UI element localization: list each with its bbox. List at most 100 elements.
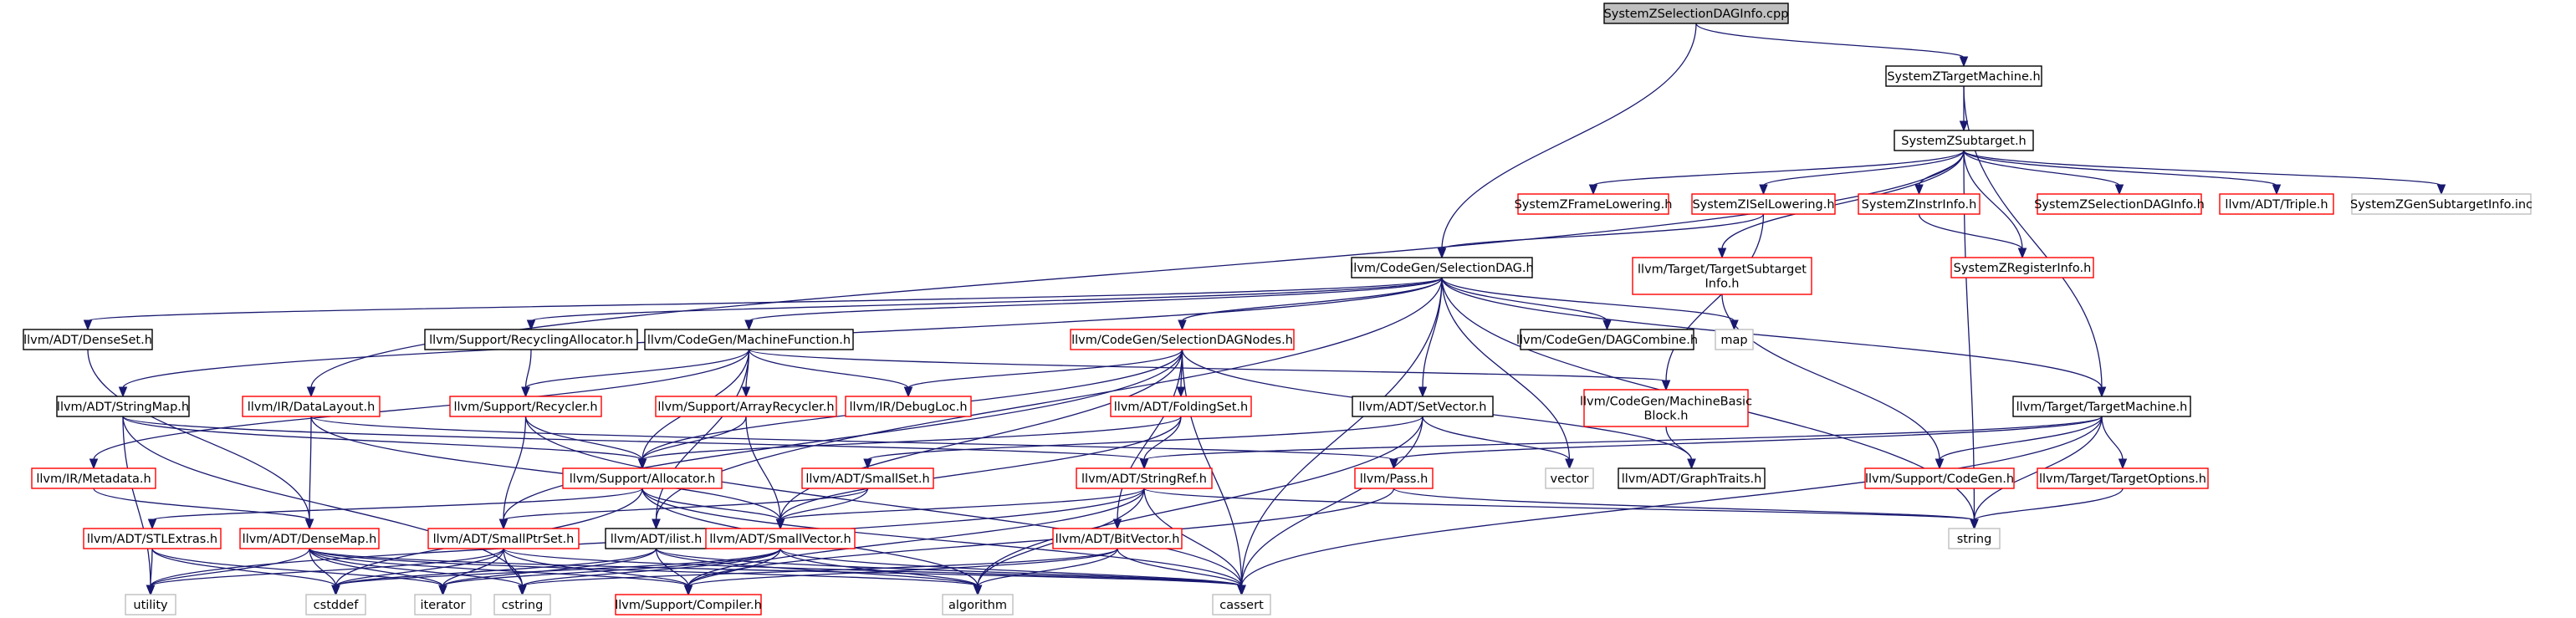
- node-ttm[interactable]: llvm/Target/TargetMachine.h: [2012, 396, 2191, 417]
- node-stlextras[interactable]: llvm/ADT/STLExtras.h: [83, 528, 222, 549]
- node-pass[interactable]: llvm/Pass.h: [1354, 467, 1434, 489]
- node-densemap[interactable]: llvm/ADT/DenseMap.h: [239, 528, 380, 549]
- node-debugloc[interactable]: llvm/IR/DebugLoc.h: [845, 396, 972, 417]
- edge-arrowhead: [304, 518, 314, 530]
- edge-recycler-to-cassert: [524, 416, 1243, 587]
- edge-arrowhead: [1178, 319, 1187, 331]
- node-smallptrset[interactable]: llvm/ADT/SmallPtrSet.h: [427, 528, 580, 549]
- edge-arrowhead: [83, 319, 93, 331]
- node-compiler[interactable]: llvm/Support/Compiler.h: [615, 594, 762, 615]
- node-dagcombine[interactable]: llvm/CodeGen/DAGCombine.h: [1516, 329, 1698, 350]
- edge-arrowhead: [973, 585, 983, 596]
- edge-arrowhead: [1959, 120, 1969, 132]
- node-bitvec[interactable]: llvm/ADT/BitVector.h: [1052, 528, 1183, 549]
- node-topts[interactable]: llvm/Target/TargetOptions.h: [2037, 467, 2209, 489]
- node-label: llvm/ADT/SmallVector.h: [709, 533, 851, 546]
- node-mf[interactable]: llvm/CodeGen/MachineFunction.h: [644, 329, 854, 350]
- edge-arrowhead: [1139, 458, 1149, 470]
- edge-zst-to-ttsi: [1721, 150, 1965, 250]
- edge-arrowhead: [2017, 248, 2027, 259]
- node-box: [1070, 329, 1295, 350]
- node-sdnodes[interactable]: llvm/CodeGen/SelectionDAGNodes.h: [1070, 329, 1295, 350]
- node-foldset[interactable]: llvm/ADT/FoldingSet.h: [1110, 396, 1252, 417]
- node-allocator[interactable]: llvm/Support/Allocator.h: [562, 467, 723, 489]
- node-setvec[interactable]: llvm/ADT/SetVector.h: [1352, 396, 1494, 417]
- edge-zisl-to-mbb: [1665, 213, 1765, 382]
- node-smallset[interactable]: llvm/ADT/SmallSet.h: [801, 467, 934, 489]
- edge-zii-to-zri: [1918, 213, 2023, 250]
- edge-strref-to-compiler: [687, 488, 1145, 587]
- edge-arrowhead: [526, 319, 536, 331]
- node-zfl[interactable]: SystemZFrameLowering.h: [1515, 193, 1673, 215]
- node-sdag[interactable]: llvm/CodeGen/SelectionDAG.h: [1350, 257, 1534, 278]
- node-triple[interactable]: llvm/ADT/Triple.h: [2219, 193, 2334, 215]
- node-zst[interactable]: SystemZSubtarget.h: [1894, 130, 2034, 151]
- edge-strmap-to-cstring: [122, 416, 524, 587]
- edge-stlextras-to-iterator: [151, 548, 444, 587]
- edge-arrowhead: [1959, 56, 1969, 68]
- edge-sdag-to-sdnodes: [1181, 277, 1443, 322]
- edge-root-to-sdag: [1441, 23, 1697, 250]
- node-graphtraits[interactable]: llvm/ADT/GraphTraits.h: [1618, 467, 1766, 489]
- node-zisl[interactable]: SystemZISelLowering.h: [1691, 193, 1836, 215]
- edge-mf-to-metadata: [93, 349, 750, 461]
- node-root[interactable]: SystemZSelectionDAGInfo.cpp: [1603, 3, 1789, 24]
- node-label: SystemZRegisterInfo.h: [1954, 262, 2092, 275]
- node-strref[interactable]: llvm/ADT/StringRef.h: [1076, 467, 1213, 489]
- edge-densemap-to-algorithm: [309, 548, 979, 587]
- edge-strref-to-cassert: [1143, 488, 1243, 587]
- node-codegen[interactable]: llvm/Support/CodeGen.h: [1864, 467, 2015, 489]
- edge-ttm-to-topts: [2101, 416, 2124, 461]
- edge-arrowhead: [1565, 458, 1574, 470]
- nodes-layer: SystemZSelectionDAGInfo.cppSystemZTarget…: [23, 3, 2533, 615]
- node-recycler[interactable]: llvm/Support/Recycler.h: [449, 396, 602, 417]
- node-label: llvm/Support/RecyclingAllocator.h: [429, 334, 633, 347]
- edge-mf-to-debugloc: [748, 349, 909, 389]
- node-label: llvm/IR/DataLayout.h: [248, 401, 376, 414]
- node-box: [615, 594, 762, 615]
- node-zsdi[interactable]: SystemZSelectionDAGInfo.h: [2034, 193, 2205, 215]
- edge-ilist-to-cassert: [655, 548, 1243, 587]
- node-ilist[interactable]: llvm/ADT/ilist.h: [605, 528, 708, 549]
- edge-arrowhead: [1730, 319, 1739, 331]
- node-box: [1632, 257, 1812, 295]
- node-zii[interactable]: SystemZInstrInfo.h: [1858, 193, 1981, 215]
- node-label: llvm/Target/TargetMachine.h: [2016, 401, 2188, 414]
- node-zri[interactable]: SystemZRegisterInfo.h: [1950, 257, 2094, 278]
- edge-arrowhead: [863, 458, 872, 470]
- edge-denseset-to-densemap: [87, 349, 310, 521]
- node-box: [1583, 389, 1749, 427]
- node-ztm[interactable]: SystemZTargetMachine.h: [1885, 65, 2042, 87]
- node-label: llvm/Support/ArrayRecycler.h: [657, 401, 834, 414]
- edge-arrowhead: [518, 585, 527, 596]
- edge-zst-to-zgsi: [1963, 150, 2442, 186]
- node-box: [1352, 396, 1494, 417]
- edge-bitvec-to-compiler: [687, 548, 1118, 587]
- edge-smallptrset-to-cassert: [503, 548, 1243, 587]
- node-label: llvm/ADT/STLExtras.h: [87, 533, 217, 546]
- edge-smallptrset-to-cstring: [503, 548, 524, 587]
- node-arrrec[interactable]: llvm/Support/ArrayRecycler.h: [655, 396, 837, 417]
- edge-arrowhead: [1970, 518, 1979, 530]
- edge-pass-to-string: [1393, 488, 1975, 521]
- edge-sdag-to-dagcombine: [1441, 277, 1608, 322]
- node-label: utility: [133, 599, 168, 612]
- node-label: llvm/CodeGen/SelectionDAGNodes.h: [1071, 334, 1293, 347]
- node-denseset[interactable]: llvm/ADT/DenseSet.h: [23, 329, 153, 350]
- node-recalloc[interactable]: llvm/Support/RecyclingAllocator.h: [424, 329, 638, 350]
- node-metadata[interactable]: llvm/IR/Metadata.h: [31, 467, 156, 489]
- node-box: [56, 396, 190, 417]
- edge-smallvec-to-cstddef: [335, 548, 781, 587]
- node-smallvec[interactable]: llvm/ADT/SmallVector.h: [705, 528, 856, 549]
- edge-datalayout-to-densemap: [309, 416, 312, 521]
- edge-mf-to-mbb: [748, 349, 1667, 382]
- node-label: SystemZSelectionDAGInfo.h: [2034, 198, 2205, 212]
- node-box: [2351, 193, 2532, 215]
- edge-metadata-to-densemap: [93, 488, 310, 521]
- node-box: [1110, 396, 1252, 417]
- node-datalayout[interactable]: llvm/IR/DataLayout.h: [242, 396, 381, 417]
- node-strmap[interactable]: llvm/ADT/StringMap.h: [56, 396, 190, 417]
- edge-sdag-to-ttm: [1441, 277, 2103, 389]
